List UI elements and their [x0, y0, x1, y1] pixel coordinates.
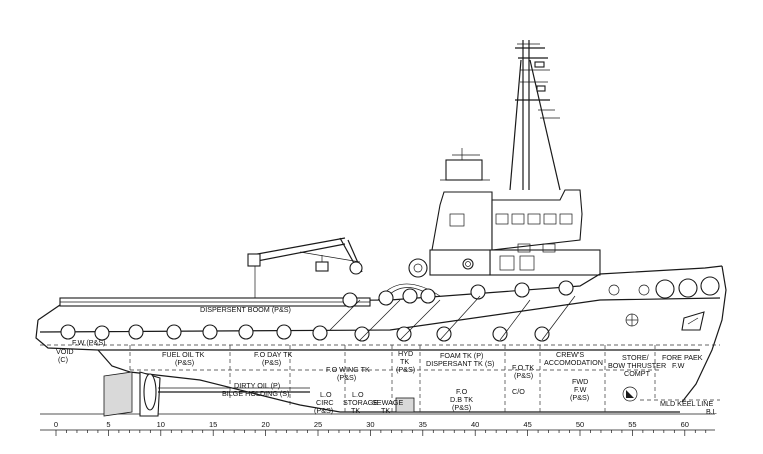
label-hyd: HYD	[398, 349, 413, 358]
frame-tick-label: 15	[209, 420, 217, 429]
superstructure	[429, 148, 601, 276]
frame-tick-label: 25	[314, 420, 322, 429]
label-lo-storage-tk: TK	[351, 406, 360, 415]
label-bow-thruster: BOW THRUSTER	[608, 361, 666, 370]
frame-tick-label: 55	[628, 420, 636, 429]
label-fwd-fw: F.W	[574, 385, 587, 394]
label-fo-tk: F.O TK	[512, 363, 534, 372]
frame-tick-label: 50	[576, 420, 584, 429]
label-fwd-ps: (P&S)	[570, 393, 589, 402]
frame-scale: 0 5 10 15 20 25 30 35 40 45 50 55 60	[40, 420, 715, 436]
label-lo-circ: L.O	[320, 390, 332, 399]
label-foam: FOAM TK (P)	[440, 351, 483, 360]
label-fo-tk-ps: (P&S)	[514, 371, 533, 380]
label-store: STORE/	[622, 353, 649, 362]
propeller-rudder	[103, 371, 415, 417]
label-dispersent-boom: DISPERSENT BOOM (P&S)	[200, 305, 291, 314]
mast	[509, 40, 561, 191]
bulkheads	[129, 345, 656, 412]
frame-tick-label: 45	[523, 420, 531, 429]
label-accomodation: ACCOMODATION	[544, 358, 603, 367]
label-fwd: FWD	[572, 377, 588, 386]
compass-icon	[625, 313, 639, 327]
label-lo-storage: L.O	[352, 390, 364, 399]
structural-diagonals	[329, 295, 576, 341]
label-fore-peak: FORE PAEK	[662, 353, 703, 362]
label-dispersant: DISPERSANT TK (S)	[426, 359, 494, 368]
anchor-icon	[681, 311, 705, 331]
label-mld-keel: MLD KEEL LINE	[660, 399, 713, 408]
label-co: C/O	[512, 387, 525, 396]
label-fo-wing-ps: (P&S)	[337, 373, 356, 382]
label-sewage: SEWAGE	[372, 398, 403, 407]
label-hyd-ps: (P&S)	[396, 365, 415, 374]
label-bilge-holding: BILGE HOLDING (S)	[222, 389, 290, 398]
label-bl: B.L	[706, 407, 717, 416]
label-fodb-ps: (P&S)	[452, 403, 471, 412]
frame-tick-label: 35	[419, 420, 427, 429]
label-compt: COMPT	[624, 369, 651, 378]
label-void-c: (C)	[58, 355, 68, 364]
frame-tick-label: 60	[681, 420, 689, 429]
compartment-labels: DISPERSENT BOOM (P&S) F.W (P&S) VOID (C)…	[56, 305, 717, 416]
label-fuel-oil-ps: (P&S)	[175, 358, 194, 367]
deck-crane	[247, 237, 363, 300]
label-fodb: F.O	[456, 387, 468, 396]
label-crews: CREW'S	[556, 350, 584, 359]
label-fo-wing: F.O WING TK	[326, 365, 370, 374]
frame-tick-label: 40	[471, 420, 479, 429]
label-sewage-tk: TK	[381, 406, 390, 415]
frame-tick-label: 10	[157, 420, 165, 429]
frame-tick-label: 30	[366, 420, 374, 429]
deck-rail	[59, 297, 371, 307]
frame-tick-label: 20	[261, 420, 269, 429]
label-fw: F.W (P&S)	[72, 338, 106, 347]
frame-tick-label: 0	[54, 420, 58, 429]
label-fore-peak-fw: F.W	[672, 361, 685, 370]
label-fo-day-ps: (P&S)	[262, 358, 281, 367]
label-lo-circ-ps: (P&S)	[314, 406, 333, 415]
label-lo-circ-2: CIRC	[316, 398, 334, 407]
label-void: VOID	[56, 347, 74, 356]
label-fo-day: F.O DAY TK	[254, 350, 293, 359]
bow-thruster-icon	[622, 386, 638, 402]
label-dirty-oil: DIRTY OIL (P)	[234, 381, 280, 390]
tyre-fenders	[60, 276, 720, 342]
frame-tick-label: 5	[106, 420, 110, 429]
label-fodb-2: D.B TK	[450, 395, 473, 404]
label-fuel-oil: FUEL OIL TK	[162, 350, 205, 359]
label-hyd-tk: TK	[400, 357, 409, 366]
label-lo-storage-2: STORAGE	[343, 398, 378, 407]
